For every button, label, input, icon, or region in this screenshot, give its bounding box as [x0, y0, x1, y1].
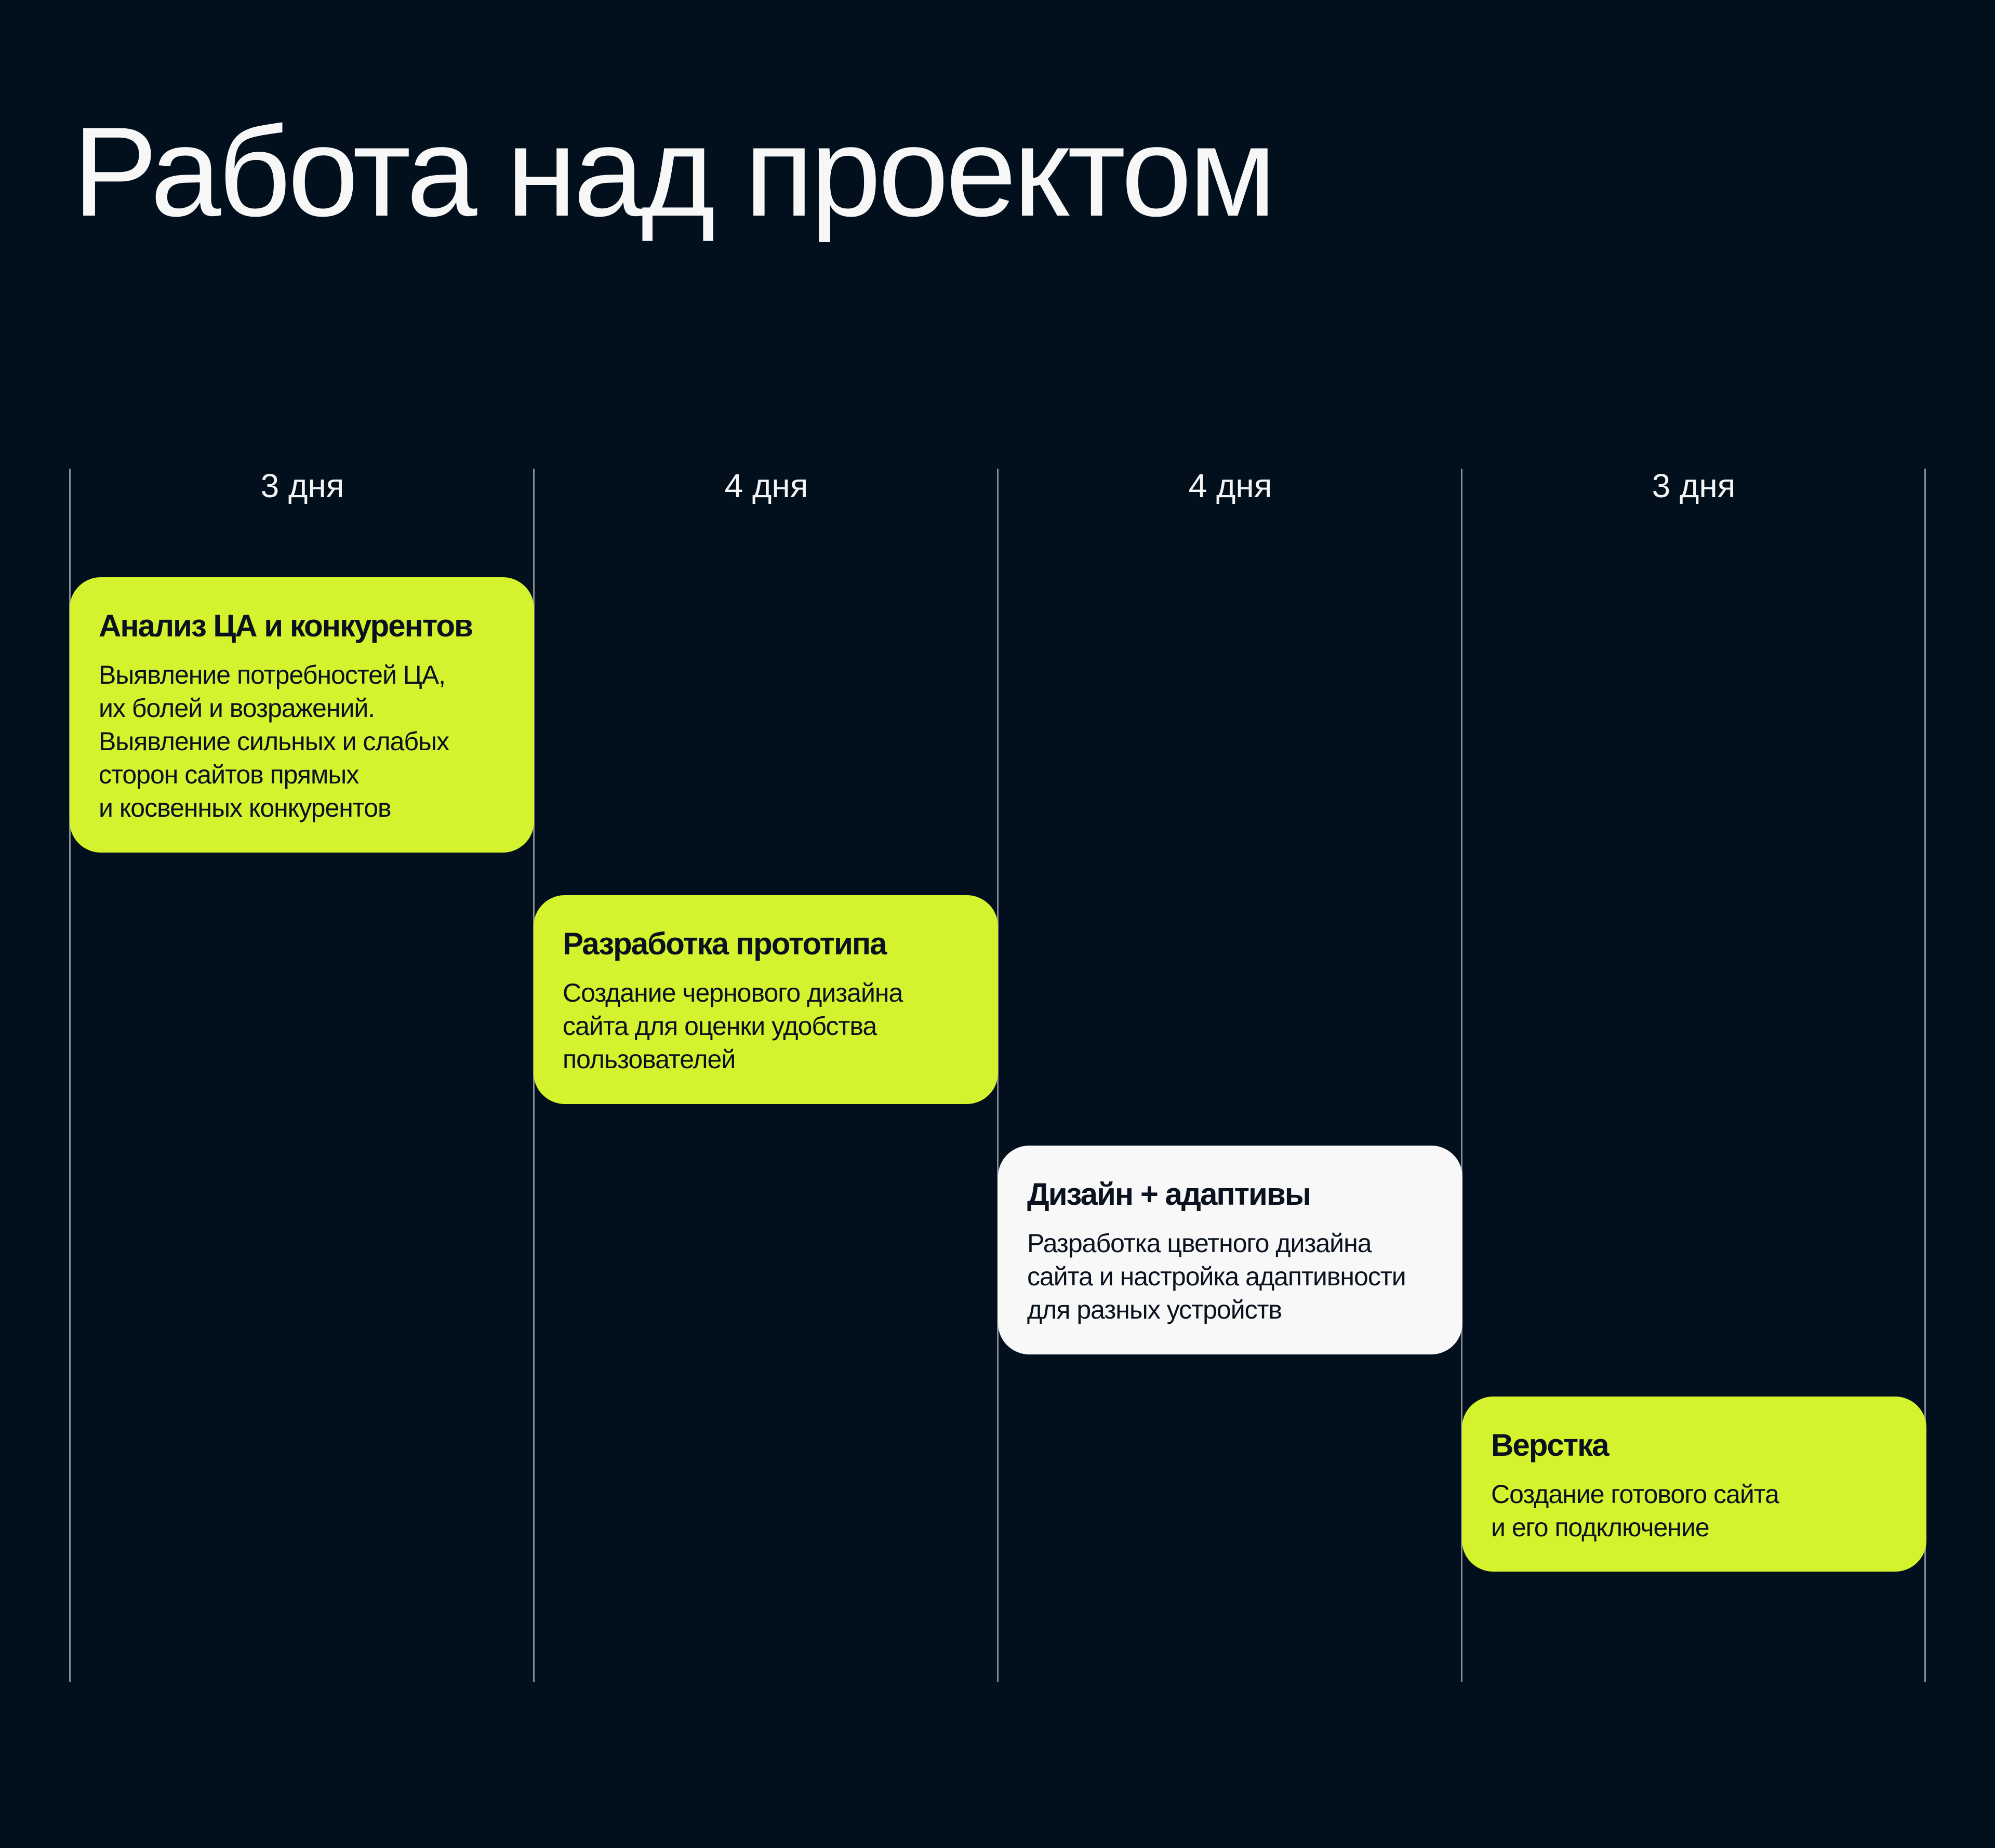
stage-title: Разработка прототипа [563, 926, 887, 961]
page-title: Работа над проектом [73, 100, 1276, 243]
stage-description-line: Создание чернового дизайна [563, 978, 903, 1007]
stage-description-line: Выявление потребностей ЦА, [99, 660, 446, 689]
stage-description: Создание чернового дизайна сайта для оце… [563, 976, 977, 1076]
column-divider [1924, 469, 1926, 1682]
stage-description-line: Создание готового сайта [1491, 1480, 1779, 1509]
column-duration-label: 4 дня [1188, 467, 1272, 504]
column-duration-label: 3 дня [260, 467, 344, 504]
stage-card-analysis: Анализ ЦА и конкурентов Выявление потреб… [70, 577, 534, 853]
stage-description-line: Выявление сильных и слабых [99, 727, 449, 756]
stage-description-line: для разных устройств [1027, 1295, 1282, 1324]
stage-description: Выявление потребностей ЦА, их болей и во… [99, 658, 513, 825]
column-divider [1461, 469, 1462, 1682]
stage-card-markup: Верстка Создание готового сайта и его по… [1462, 1397, 1926, 1572]
stage-title: Верстка [1491, 1428, 1610, 1463]
stage-description: Создание готового сайта и его подключени… [1491, 1478, 1906, 1544]
stage-description-line: пользователей [563, 1045, 736, 1074]
column-divider [69, 469, 71, 1682]
column-duration-label: 3 дня [1652, 467, 1736, 504]
stage-title: Дизайн + адаптивы [1027, 1177, 1311, 1212]
column-duration-label: 4 дня [724, 467, 808, 504]
stage-card-design: Дизайн + адаптивы Разработка цветного ди… [998, 1146, 1462, 1354]
stage-title: Анализ ЦА и конкурентов [99, 608, 473, 643]
stage-description-line: их болей и возражений. [99, 694, 375, 723]
stage-description-line: и косвенных конкурентов [99, 793, 392, 822]
stage-card-prototype: Разработка прототипа Создание чернового … [534, 895, 998, 1104]
stage-description-line: Разработка цветного дизайна [1027, 1229, 1372, 1258]
stage-description-line: сторон сайтов прямых [99, 760, 359, 789]
stage-description-line: сайта и настройка адаптивности [1027, 1262, 1406, 1291]
stage-description: Разработка цветного дизайна сайта и наст… [1027, 1227, 1442, 1326]
stage-description-line: и его подключение [1491, 1513, 1710, 1542]
stage-description-line: сайта для оценки удобства [563, 1012, 877, 1041]
